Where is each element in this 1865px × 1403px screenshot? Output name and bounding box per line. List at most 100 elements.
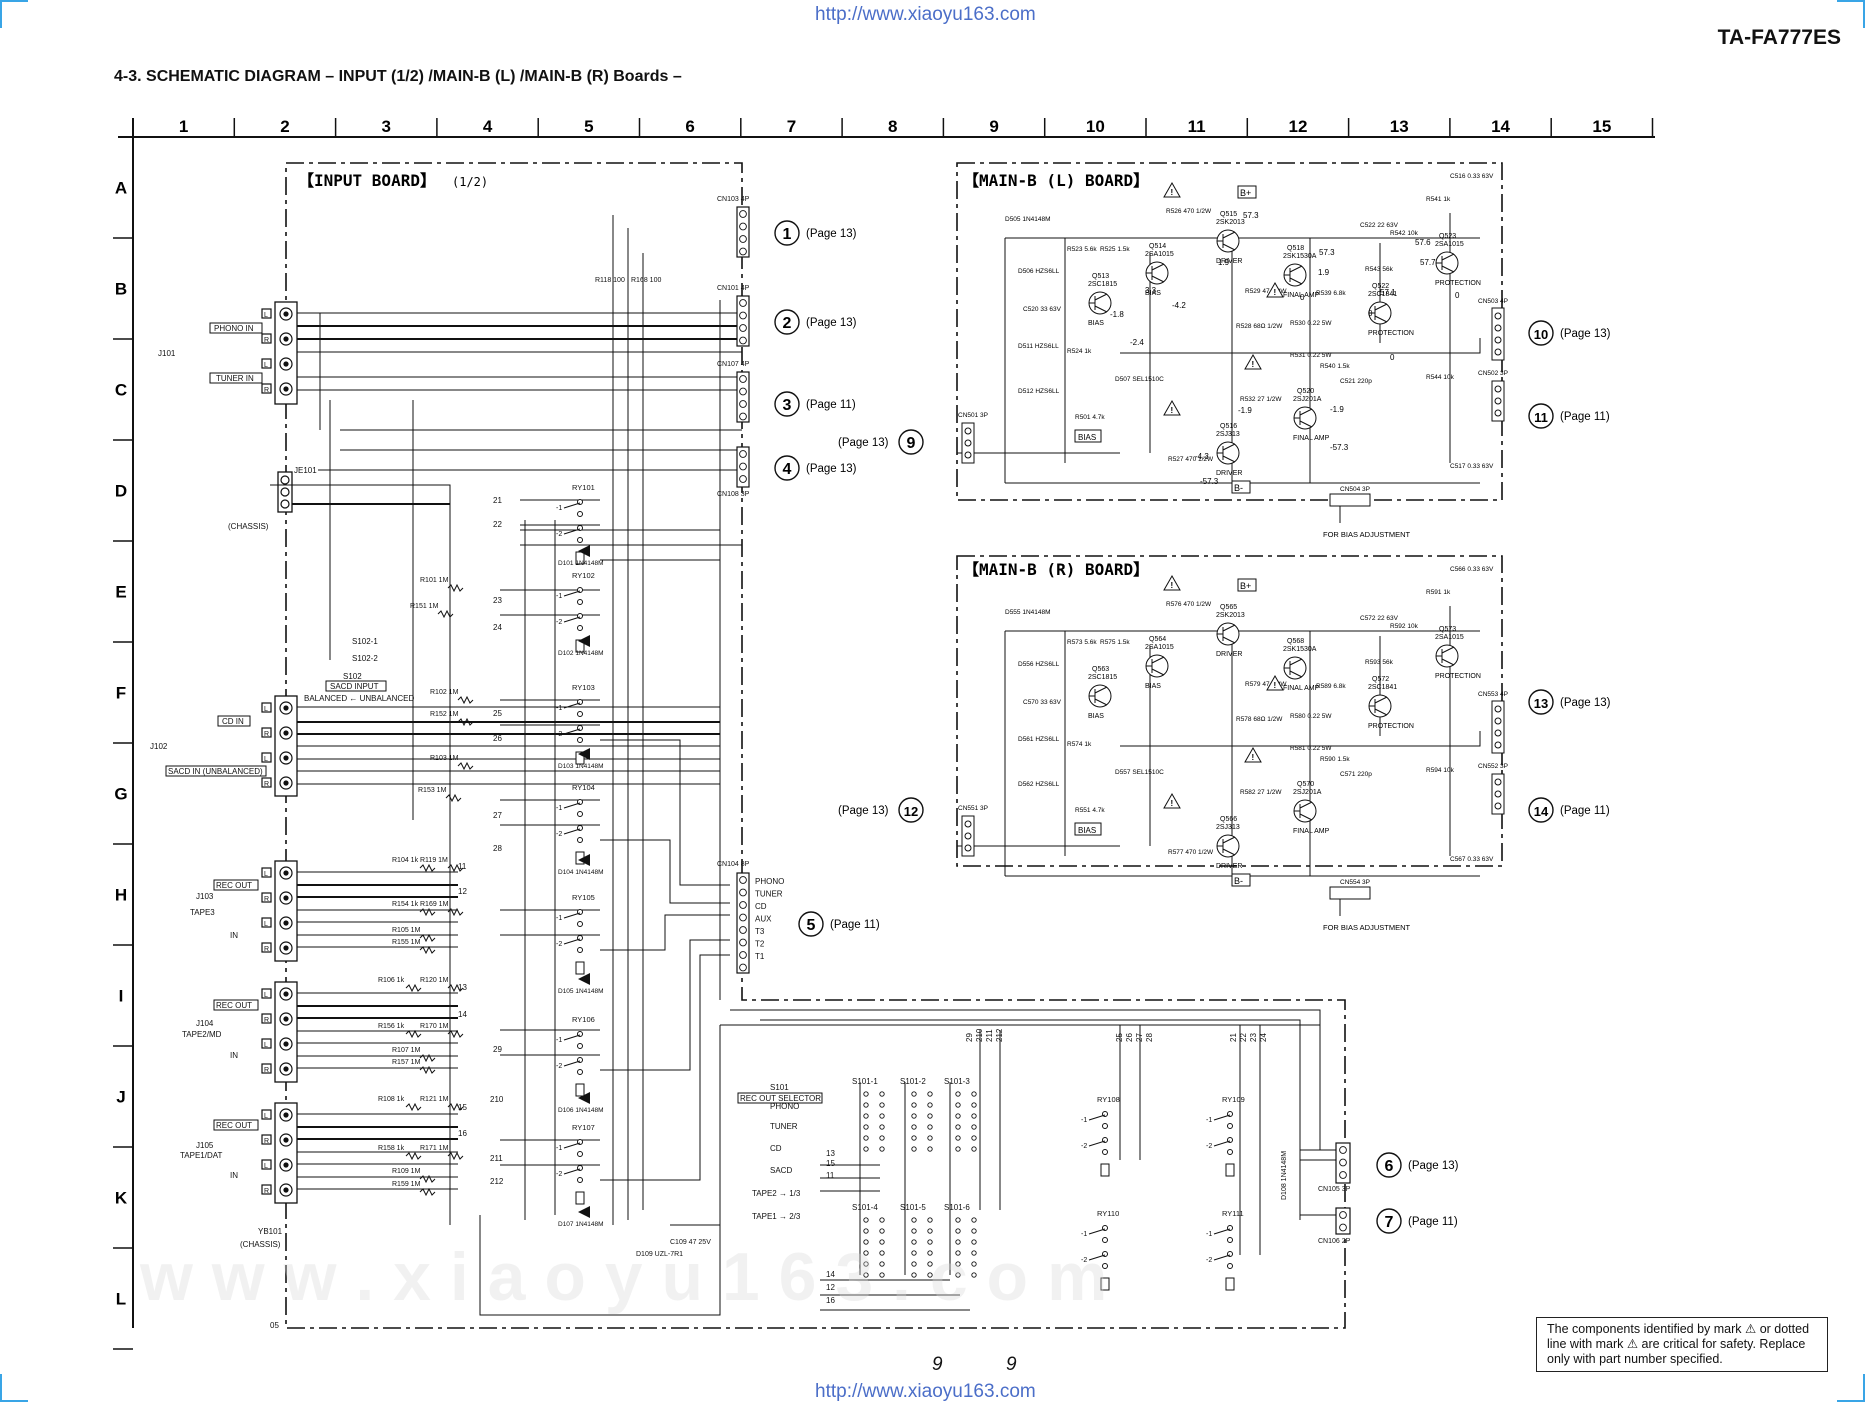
source-url-top[interactable]: http://www.xiaoyu163.com — [815, 4, 1036, 25]
reference-circle — [1528, 403, 1554, 429]
component-label: D507 SEL1510C — [1115, 376, 1164, 383]
net-label: 26 — [1125, 1033, 1134, 1042]
transistor-ref: Q518 — [1287, 245, 1304, 252]
net-label: 15 — [458, 1103, 467, 1112]
transistor-ref: Q520 — [1297, 388, 1314, 395]
component-label: R540 1.5k — [1320, 363, 1350, 370]
resistor-label-r105: R105 1M — [392, 927, 421, 934]
relay-pole-label: -1 — [556, 1037, 562, 1044]
relay-switch — [1088, 1228, 1106, 1235]
connector-pin — [1494, 729, 1502, 737]
label-tuner-in: TUNER IN — [216, 374, 254, 383]
resistor-symbol — [447, 1029, 464, 1039]
label-phono-in: PHONO IN — [214, 324, 254, 333]
transistor-type: 2SK2013 — [1216, 219, 1245, 226]
selector-contact — [971, 1102, 977, 1108]
selector-contact — [971, 1239, 977, 1245]
jack-lr-label: L — [264, 1163, 268, 1170]
transistor-ref: Q523 — [1439, 233, 1456, 240]
input-board-title: 【INPUT BOARD】 — [298, 171, 436, 190]
component-label: D511 HZS6LL — [1018, 343, 1059, 350]
transistor-type: 2SJ313 — [1216, 824, 1240, 831]
resistor-symbol — [419, 1065, 436, 1075]
label-j104: J104 — [196, 1019, 214, 1028]
selector-contact — [955, 1113, 961, 1119]
bias-label: BIAS — [1078, 433, 1096, 442]
reference-circle — [798, 911, 824, 937]
board-connector-label: CN504 3P — [1340, 486, 1370, 493]
component-label: D505 1N4148M — [1005, 216, 1051, 223]
label-rec-out: REC OUT — [216, 1001, 252, 1010]
net-label: 211 — [985, 1029, 994, 1042]
relay-label: RY105 — [572, 893, 595, 902]
diode-label: D105 1N4148M — [558, 988, 604, 995]
jack-lr-box — [261, 942, 272, 953]
relay-label: RY110 — [1097, 1209, 1119, 1218]
jack-lr-box — [261, 727, 272, 738]
label-in: IN — [230, 1051, 238, 1060]
grid-row-label: J — [116, 1088, 125, 1107]
jack-lr-box — [261, 358, 272, 369]
relay-pole-label: -2 — [556, 1063, 562, 1070]
source-url-bottom[interactable]: http://www.xiaoyu163.com — [815, 1381, 1036, 1402]
resistor-label-r157: R157 1M — [392, 1059, 421, 1066]
diode-label: D106 1N4148M — [558, 1107, 604, 1114]
voltage-label: -4.2 — [1172, 301, 1186, 310]
jack-lr-box — [261, 333, 272, 344]
relay-switch — [563, 502, 581, 509]
relay-contact — [1102, 1263, 1108, 1269]
relay-contact — [577, 1069, 583, 1075]
selector-contact — [955, 1228, 961, 1234]
transistor-type: 2SA1015 — [1435, 634, 1464, 641]
jack-terminal-center — [283, 1016, 289, 1022]
label-j101: J101 — [158, 349, 176, 358]
safety-warning-icon — [1163, 399, 1181, 416]
jack-terminal-center — [283, 336, 289, 342]
label-rec-out: REC OUT — [216, 1121, 252, 1130]
selector-contact — [879, 1135, 885, 1141]
safety-warning-icon — [1244, 746, 1262, 763]
selector-contact — [971, 1217, 977, 1223]
grid-column-label: 5 — [584, 117, 593, 136]
transistor-ref: Q565 — [1220, 604, 1237, 611]
connector-pin — [964, 832, 972, 840]
net-label: 29 — [965, 1033, 974, 1042]
component-label: R579 47 1/2W — [1245, 681, 1287, 688]
bias-box — [1074, 822, 1102, 836]
selector-contact — [955, 1146, 961, 1152]
net-label: 25 — [493, 709, 502, 718]
component-label: R589 6.8k — [1316, 683, 1346, 690]
connector-pin — [739, 462, 747, 471]
transistor-ref: Q513 — [1092, 273, 1109, 280]
transistor-leads — [1284, 658, 1303, 678]
component-label: C570 33 63V — [1023, 699, 1062, 706]
net-label: 12 — [826, 1283, 835, 1292]
model-title: TA-FA777ES — [1717, 26, 1841, 49]
component-label: R594 10k — [1426, 767, 1455, 774]
relay-contact — [1102, 1149, 1108, 1155]
selector-contact — [879, 1113, 885, 1119]
board-connector — [1491, 700, 1505, 754]
resistor-symbol — [457, 695, 474, 705]
transistor-role: BIAS — [1088, 713, 1104, 720]
net-label: 23 — [493, 596, 502, 605]
safety-warning-mark: ! — [1171, 799, 1174, 808]
component-label: R575 1.5k — [1100, 639, 1130, 646]
trim-mark — [1863, 0, 1865, 28]
component-label: R529 47 1/2W — [1245, 288, 1287, 295]
selector-contact — [927, 1135, 933, 1141]
transistor-type: 2SA1015 — [1145, 251, 1174, 258]
selector-section-label: S101-3 — [944, 1077, 970, 1086]
connector-pin — [739, 336, 747, 345]
relay-pole-label: -2 — [556, 831, 562, 838]
transistor-leads — [1089, 686, 1108, 706]
relay-pole-label: -1 — [556, 805, 562, 812]
selector-option: TUNER — [770, 1122, 798, 1131]
resistor-label-r120: R120 1M — [420, 977, 449, 984]
transistor-type: 2SK2013 — [1216, 612, 1245, 619]
selector-contact — [863, 1146, 869, 1152]
transistor-type: 2SK1530A — [1283, 253, 1317, 260]
cn104-pin-label: CD — [755, 902, 767, 911]
